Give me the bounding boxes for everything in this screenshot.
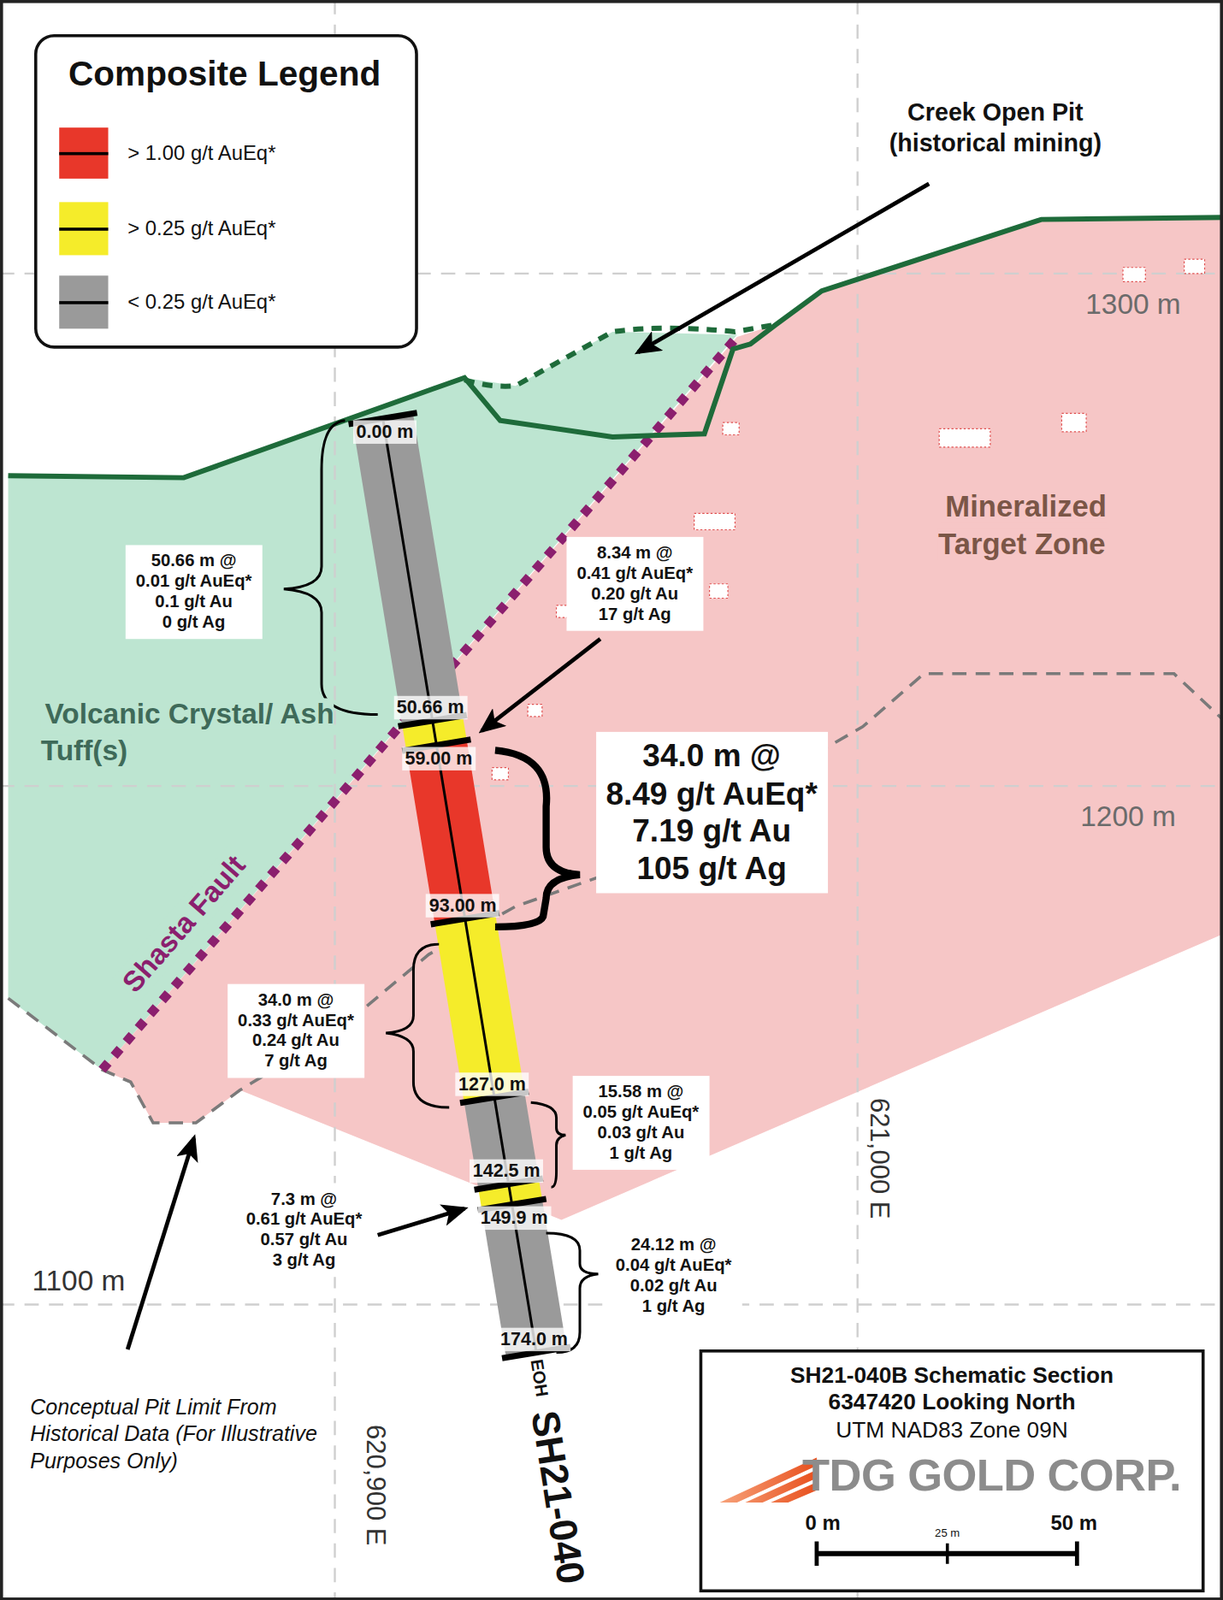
scale-label: 25 m xyxy=(934,1526,960,1541)
pit-limit-line xyxy=(8,673,1223,1123)
region-name: Volcanic Crystal/ Ash Tuff(s) xyxy=(41,697,335,767)
assay-line: 105 g/t Ag xyxy=(605,850,817,888)
assay-line: 3 g/t Ag xyxy=(246,1250,363,1271)
assay-line: 0.20 g/t Au xyxy=(576,584,693,605)
legend-frame xyxy=(35,35,417,348)
scale-label: 50 m xyxy=(1051,1510,1098,1537)
projection-note: UTM NAD83 Zone 09N xyxy=(722,1417,1182,1445)
legend-swatch xyxy=(59,275,108,329)
assay-line: 34.0 m @ xyxy=(237,990,355,1011)
assay-line: 0.24 g/t Au xyxy=(237,1031,355,1052)
easting-label: 620,900 E xyxy=(359,1424,393,1547)
assay-line: 8.49 g/t AuEq* xyxy=(605,775,817,814)
easting-label: 621,000 E xyxy=(863,1098,898,1220)
assay-box: 24.12 m @0.04 g/t AuEq*0.02 g/t Au1 g/t … xyxy=(605,1228,743,1324)
assay-line: 7.19 g/t Au xyxy=(605,812,817,851)
elevation-label: 1200 m xyxy=(1080,798,1176,835)
assay-box: 15.58 m @0.05 g/t AuEq*0.03 g/t Au1 g/t … xyxy=(573,1075,710,1170)
leader-arrows xyxy=(127,183,929,1350)
legend-swatch xyxy=(59,127,108,179)
main-brace xyxy=(495,750,580,928)
assay-line: 0.61 g/t AuEq* xyxy=(246,1210,363,1231)
assay-line: 0.03 g/t Au xyxy=(583,1122,700,1144)
title-block-ground xyxy=(699,1349,1206,1593)
company-logo: TDG GOLD CORP. xyxy=(722,1449,1182,1501)
legend-text: > 0.25 g/t AuEq* xyxy=(127,217,276,241)
assay-line: 8.34 m @ xyxy=(576,543,693,564)
assay-line: 34.0 m @ xyxy=(605,738,817,776)
assay-line: 17 g/t Ag xyxy=(576,604,693,626)
swatch-line xyxy=(59,301,108,305)
assay-line: 0.02 g/t Au xyxy=(615,1276,733,1297)
elevation-label: 1100 m xyxy=(31,1263,125,1300)
assay-line: 0 g/t Ag xyxy=(135,612,253,633)
depth-label: 142.5 m xyxy=(469,1159,544,1183)
depth-label: 149.9 m xyxy=(477,1206,551,1230)
scale-label: 0 m xyxy=(805,1510,841,1537)
drill-hole xyxy=(348,413,572,1359)
depth-label: 174.0 m xyxy=(496,1328,571,1352)
elevation-label: 1300 m xyxy=(1085,286,1181,323)
swatch-line xyxy=(59,227,108,231)
feature-callout: Creek Open Pit (historical mining) xyxy=(873,96,1118,159)
depth-label: 0.00 m xyxy=(353,419,417,444)
depth-label: 127.0 m xyxy=(454,1072,529,1096)
assay-box: 8.34 m @0.41 g/t AuEq*0.20 g/t Au17 g/t … xyxy=(566,537,704,632)
depth-label: 59.00 m xyxy=(401,746,476,770)
region-name: Mineralized Target Zone xyxy=(938,489,1110,561)
highlight-assay-box: 34.0 m @8.49 g/t AuEq*7.19 g/t Au105 g/t… xyxy=(595,732,828,894)
assay-line: 7.3 m @ xyxy=(246,1189,363,1211)
region-label: Volcanic Crystal/ Ash Tuff(s) xyxy=(41,696,337,771)
depth-label: 93.00 m xyxy=(425,893,500,917)
legend-text: < 0.25 g/t AuEq* xyxy=(127,290,276,314)
assay-box: 50.66 m @0.01 g/t AuEq*0.1 g/t Au0 g/t A… xyxy=(125,544,263,639)
assay-line: 50.66 m @ xyxy=(135,551,253,573)
section-title: SH21-040B Schematic Section xyxy=(722,1363,1182,1391)
assay-line: 0.05 g/t AuEq* xyxy=(583,1102,700,1123)
assay-line: 0.01 g/t AuEq* xyxy=(135,572,253,593)
logo-stripes xyxy=(720,1458,817,1504)
assay-line: 0.57 g/t Au xyxy=(246,1229,363,1251)
depth-label: 50.66 m xyxy=(393,696,467,720)
assay-line: 7 g/t Ag xyxy=(237,1051,355,1073)
pit-note: Conceptual Pit Limit From Historical Dat… xyxy=(27,1394,325,1475)
assay-box: 7.3 m @0.61 g/t AuEq*0.57 g/t Au3 g/t Ag xyxy=(236,1182,373,1277)
assay-line: 15.58 m @ xyxy=(583,1081,700,1103)
assay-line: 0.1 g/t Au xyxy=(135,591,253,613)
swatch-line xyxy=(59,152,108,156)
assay-line: 0.04 g/t AuEq* xyxy=(615,1255,733,1277)
assay-line: 0.33 g/t AuEq* xyxy=(237,1010,355,1032)
legend-text: > 1.00 g/t AuEq* xyxy=(127,141,276,165)
title-block: SH21-040B Schematic Section6347420 Looki… xyxy=(699,1349,1206,1593)
section-line: 6347420 Looking North xyxy=(722,1389,1182,1418)
legend-title: Composite Legend xyxy=(68,52,381,96)
legend-swatch xyxy=(59,201,108,255)
assay-line: 24.12 m @ xyxy=(615,1234,733,1256)
assay-line: 1 g/t Ag xyxy=(583,1143,700,1164)
assay-line: 1 g/t Ag xyxy=(615,1296,733,1318)
region-label: Mineralized Target Zone xyxy=(906,487,1142,565)
scale-bar xyxy=(816,1541,1077,1566)
assay-box: 34.0 m @0.33 g/t AuEq*0.24 g/t Au7 g/t A… xyxy=(227,984,365,1079)
assay-line: 0.41 g/t AuEq* xyxy=(576,563,693,585)
